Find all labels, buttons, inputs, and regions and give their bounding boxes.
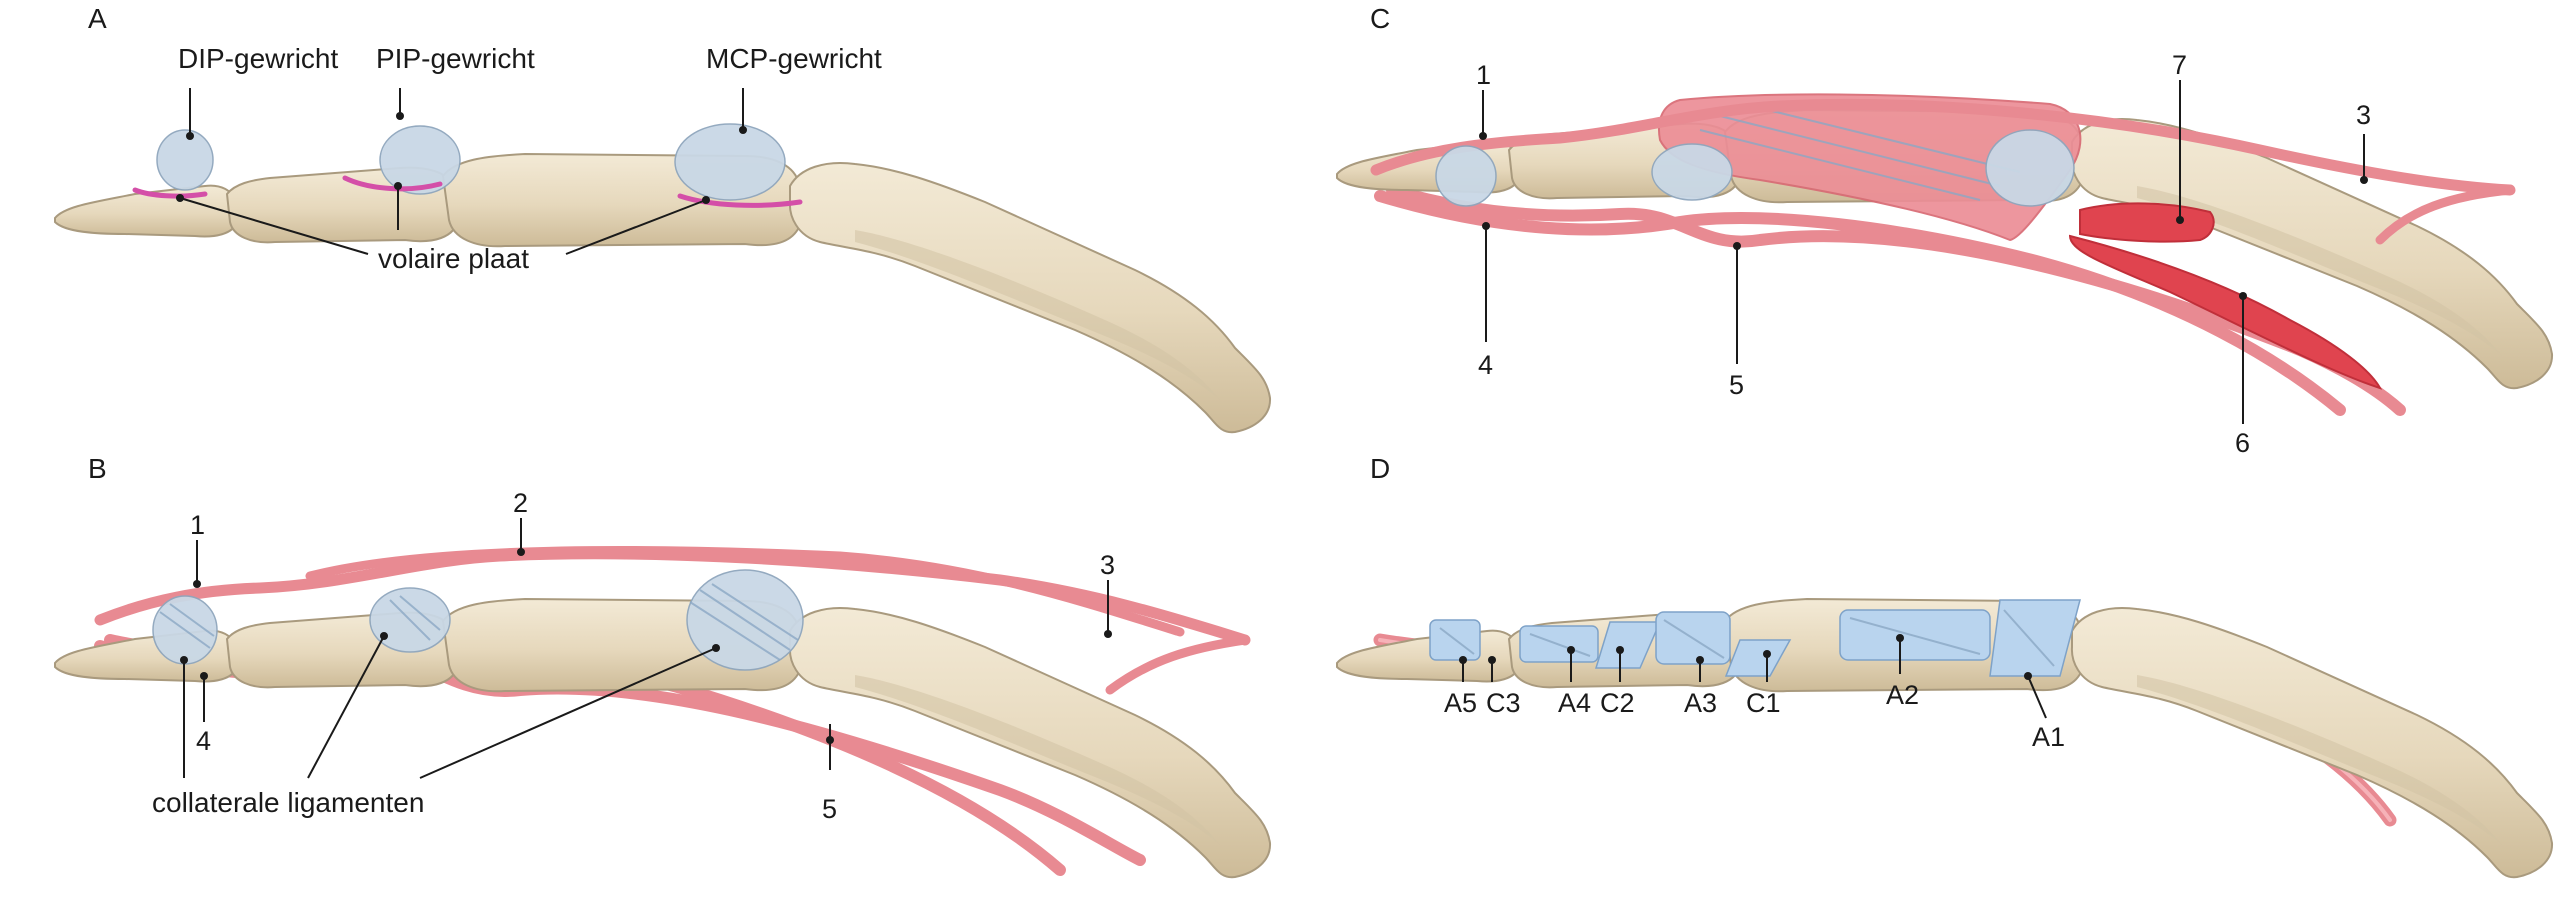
panel-c-number-3: 3 [2356, 100, 2371, 130]
label-mcp-joint: MCP-gewricht [706, 43, 882, 74]
panel-c-number-5: 5 [1729, 370, 1744, 400]
label-dip-joint: DIP-gewricht [178, 43, 338, 74]
label-pip-joint: PIP-gewricht [376, 43, 535, 74]
pulley-label-c1: C1 [1746, 688, 1781, 718]
panel-b-extensor-tendons [94, 546, 1251, 695]
panel-b-leaders [180, 518, 1112, 779]
pulley-label-c2: C2 [1600, 688, 1635, 718]
panel-b-number-5: 5 [822, 794, 837, 824]
panel-d-pulleys [1429, 599, 2081, 677]
panel-c-number-6: 6 [2235, 428, 2250, 458]
panel-c-extensor-tendons [1370, 98, 2516, 245]
panel-c-number-7: 7 [2172, 50, 2187, 80]
panel-d-leaders [1459, 634, 2047, 719]
panel-c-leaders [1479, 80, 2368, 424]
panel-c-muscles [1658, 93, 2383, 390]
panel-a-finger-bones [54, 153, 1272, 434]
panel-a-volar-plates [132, 175, 803, 208]
pulley-label-c3: C3 [1486, 688, 1521, 718]
pulley-label-a5: A5 [1444, 688, 1477, 718]
label-volar-plate: volaire plaat [378, 243, 529, 274]
panel-c-number-1: 1 [1476, 60, 1491, 90]
panel-a-joint-capsules [156, 123, 786, 201]
panel-a-letter: A [88, 3, 107, 34]
panel-d-letter: D [1370, 453, 1390, 484]
panel-c: C [1336, 3, 2554, 458]
panel-c-number-4: 4 [1478, 350, 1493, 380]
panel-d: D [1336, 453, 2554, 879]
panel-b-number-2: 2 [513, 488, 528, 518]
pulley-label-a1: A1 [2032, 722, 2065, 752]
panel-c-letter: C [1370, 3, 1390, 34]
pulley-label-a3: A3 [1684, 688, 1717, 718]
panel-b-number-1: 1 [190, 510, 205, 540]
label-collateral-ligaments: collaterale ligamenten [152, 787, 424, 818]
panel-a-leaders [176, 88, 747, 255]
panel-c-joint-ligaments [1435, 129, 2075, 207]
panel-b-number-3: 3 [1100, 550, 1115, 580]
panel-b-letter: B [88, 453, 107, 484]
panel-a: A DIP-g [54, 3, 1272, 434]
pulley-label-a2: A2 [1886, 680, 1919, 710]
panel-b-number-4: 4 [196, 726, 211, 756]
pulley-label-a4: A4 [1558, 688, 1591, 718]
panel-b: B [54, 453, 1272, 879]
